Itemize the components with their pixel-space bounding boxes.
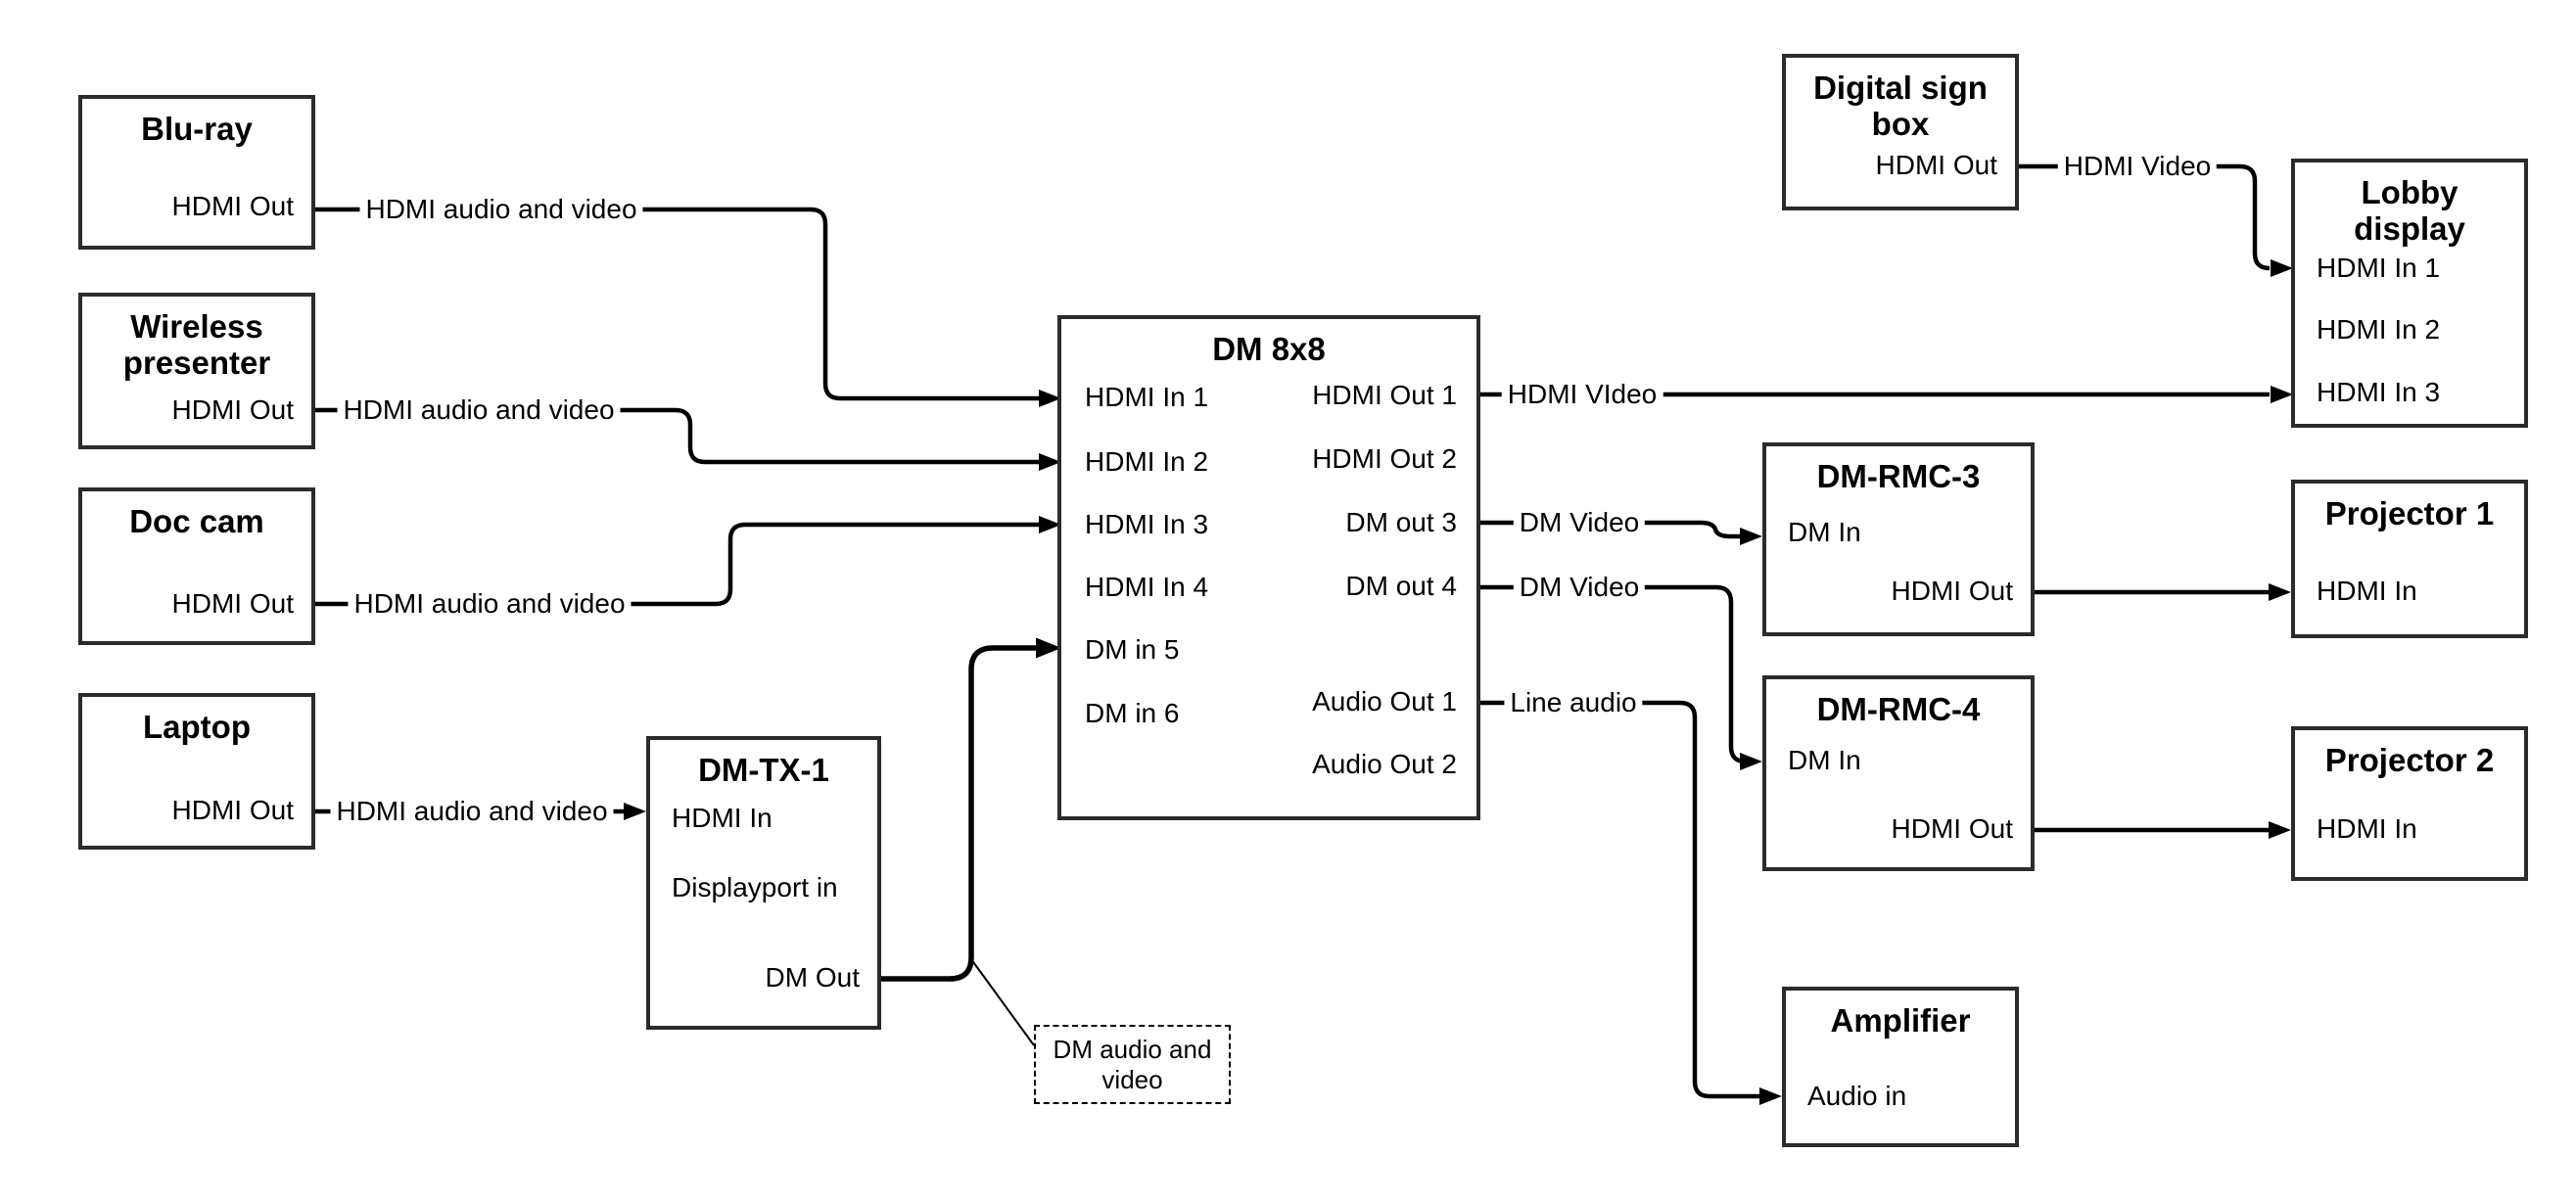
port-projector1-hdmi-in: HDMI In: [2317, 576, 2417, 606]
node-projector-1: Projector 1 HDMI In: [2291, 480, 2528, 638]
port-dmtx1-hdmi-in: HDMI In: [672, 803, 773, 833]
arrowhead-lobby-in3: [2271, 386, 2293, 403]
port-dm8x8-hdmi-in-1: HDMI In 1: [1085, 382, 1209, 412]
edge-label-dm8x8-to-rmc4: DM Video: [1513, 571, 1646, 604]
port-dm8x8-hdmi-out-1: HDMI Out 1: [1312, 380, 1457, 410]
node-amplifier-title: Amplifier: [1830, 1002, 1971, 1039]
edge-label-dm8x8-to-lobby: HDMI VIdeo: [1501, 378, 1663, 411]
edge-label-wireless-to-dm8x8: HDMI audio and video: [337, 393, 621, 427]
node-dm-8x8: DM 8x8 HDMI In 1 HDMI In 2 HDMI In 3 HDM…: [1057, 315, 1480, 820]
port-lobby-hdmi-in-2: HDMI In 2: [2317, 314, 2441, 345]
arrowhead-dmtx1-hdmi-in: [624, 803, 646, 820]
arrowhead-dm8x8-in1: [1039, 390, 1061, 407]
edge-label-dm8x8-to-amplifier: Line audio: [1504, 686, 1643, 719]
edge-label-laptop-to-dmtx1: HDMI audio and video: [330, 795, 614, 828]
port-amplifier-audio-in: Audio in: [1807, 1081, 1907, 1111]
node-bluray-title: Blu-ray: [141, 111, 253, 147]
node-digital-sign-box: Digital sign box HDMI Out: [1782, 54, 2019, 210]
node-digital-sign-box-title: Digital sign box: [1813, 69, 1988, 142]
arrowhead-projector1-hdmi-in: [2269, 583, 2291, 601]
port-lobby-hdmi-in-1: HDMI In 1: [2317, 253, 2441, 283]
node-projector-2-title: Projector 2: [2324, 742, 2495, 778]
arrowhead-dm8x8-in5: [1036, 637, 1061, 659]
wire-bluray-to-dm8x8-in1: [315, 207, 1040, 401]
annotation-dm-audio-video: DM audio and video: [1034, 1025, 1231, 1104]
node-bluray: Blu-ray HDMI Out: [78, 95, 315, 250]
port-dm8x8-audio-out-1: Audio Out 1: [1312, 686, 1457, 716]
node-projector-1-title: Projector 1: [2324, 495, 2495, 531]
edge-label-digitalsign-to-lobby: HDMI Video: [2057, 150, 2218, 183]
node-lobby-display: Lobby display HDMI In 1 HDMI In 2 HDMI I…: [2291, 159, 2528, 428]
wire-doccam-to-dm8x8-in3: [315, 522, 1040, 607]
port-dmtx1-dm-out: DM Out: [765, 962, 860, 993]
node-amplifier: Amplifier Audio in: [1782, 987, 2019, 1147]
port-rmc4-dm-in: DM In: [1788, 745, 1861, 775]
node-projector-2: Projector 2 HDMI In: [2291, 726, 2528, 881]
node-dm-rmc-4-title: DM-RMC-4: [1816, 691, 1981, 727]
node-wireless-presenter-title: Wireless presenter: [122, 308, 271, 381]
node-dm-rmc-4: DM-RMC-4 DM In HDMI Out: [1762, 675, 2035, 871]
arrowhead-dm8x8-in2: [1039, 453, 1061, 471]
port-digitalsign-hdmi-out: HDMI Out: [1875, 150, 1997, 180]
port-lobby-hdmi-in-3: HDMI In 3: [2317, 377, 2441, 407]
node-doc-cam: Doc cam HDMI Out: [78, 487, 315, 645]
wire-wireless-to-dm8x8-in2: [315, 407, 1040, 465]
port-projector2-hdmi-in: HDMI In: [2317, 813, 2417, 844]
port-wireless-hdmi-out: HDMI Out: [171, 394, 294, 425]
port-dm8x8-dm-out-3: DM out 3: [1345, 507, 1457, 537]
wire-dm8x8-out4-to-rmc4: [1480, 584, 1747, 764]
node-dm-tx-1: DM-TX-1 HDMI In Displayport in DM Out: [646, 736, 881, 1030]
node-doc-cam-title: Doc cam: [129, 503, 264, 539]
port-rmc3-dm-in: DM In: [1788, 517, 1861, 547]
port-laptop-hdmi-out: HDMI Out: [171, 795, 294, 825]
arrowhead-projector2-hdmi-in: [2269, 821, 2291, 839]
arrowhead-rmc4-dm-in: [1740, 753, 1762, 770]
wire-digitalsign-to-lobby-in1: [2019, 163, 2271, 271]
wire-dmtx1-to-dm8x8-in5: [881, 645, 1038, 982]
port-dm8x8-dm-out-4: DM out 4: [1345, 571, 1457, 601]
edge-label-bluray-to-dm8x8: HDMI audio and video: [359, 193, 643, 226]
port-dm8x8-hdmi-out-2: HDMI Out 2: [1312, 443, 1457, 474]
node-laptop-title: Laptop: [143, 709, 251, 745]
port-dmtx1-displayport-in: Displayport in: [672, 872, 838, 902]
wire-dm8x8-out3-to-rmc3: [1480, 520, 1741, 539]
port-dm8x8-hdmi-in-2: HDMI In 2: [1085, 446, 1209, 477]
port-dm8x8-hdmi-in-4: HDMI In 4: [1085, 572, 1209, 602]
edge-label-doccam-to-dm8x8: HDMI audio and video: [348, 587, 632, 621]
node-dm-tx-1-title: DM-TX-1: [698, 752, 829, 788]
callout-line-dm-audio-video: [970, 958, 1035, 1046]
node-wireless-presenter: Wireless presenter HDMI Out: [78, 293, 315, 449]
arrowhead-rmc3-dm-in: [1740, 528, 1762, 545]
port-dm8x8-dm-in-6: DM in 6: [1085, 698, 1180, 728]
port-dm8x8-dm-in-5: DM in 5: [1085, 634, 1180, 665]
port-dm8x8-hdmi-in-3: HDMI In 3: [1085, 509, 1209, 539]
node-lobby-display-title: Lobby display: [2354, 174, 2465, 247]
port-bluray-hdmi-out: HDMI Out: [171, 191, 294, 221]
port-dm8x8-audio-out-2: Audio Out 2: [1312, 749, 1457, 779]
arrowhead-lobby-in1: [2271, 259, 2293, 277]
node-dm-rmc-3: DM-RMC-3 DM In HDMI Out: [1762, 442, 2035, 636]
port-rmc3-hdmi-out: HDMI Out: [1891, 576, 2013, 606]
edge-label-dm8x8-to-rmc3: DM Video: [1513, 506, 1646, 539]
wire-dm8x8-audio1-to-amplifier: [1480, 700, 1760, 1099]
arrowhead-dm8x8-in3: [1039, 516, 1061, 533]
port-rmc4-hdmi-out: HDMI Out: [1891, 813, 2013, 844]
node-laptop: Laptop HDMI Out: [78, 693, 315, 850]
node-dm-8x8-title: DM 8x8: [1212, 331, 1326, 367]
node-dm-rmc-3-title: DM-RMC-3: [1816, 458, 1981, 494]
arrowhead-amplifier-audio-in: [1759, 1087, 1782, 1105]
port-doccam-hdmi-out: HDMI Out: [171, 588, 294, 619]
